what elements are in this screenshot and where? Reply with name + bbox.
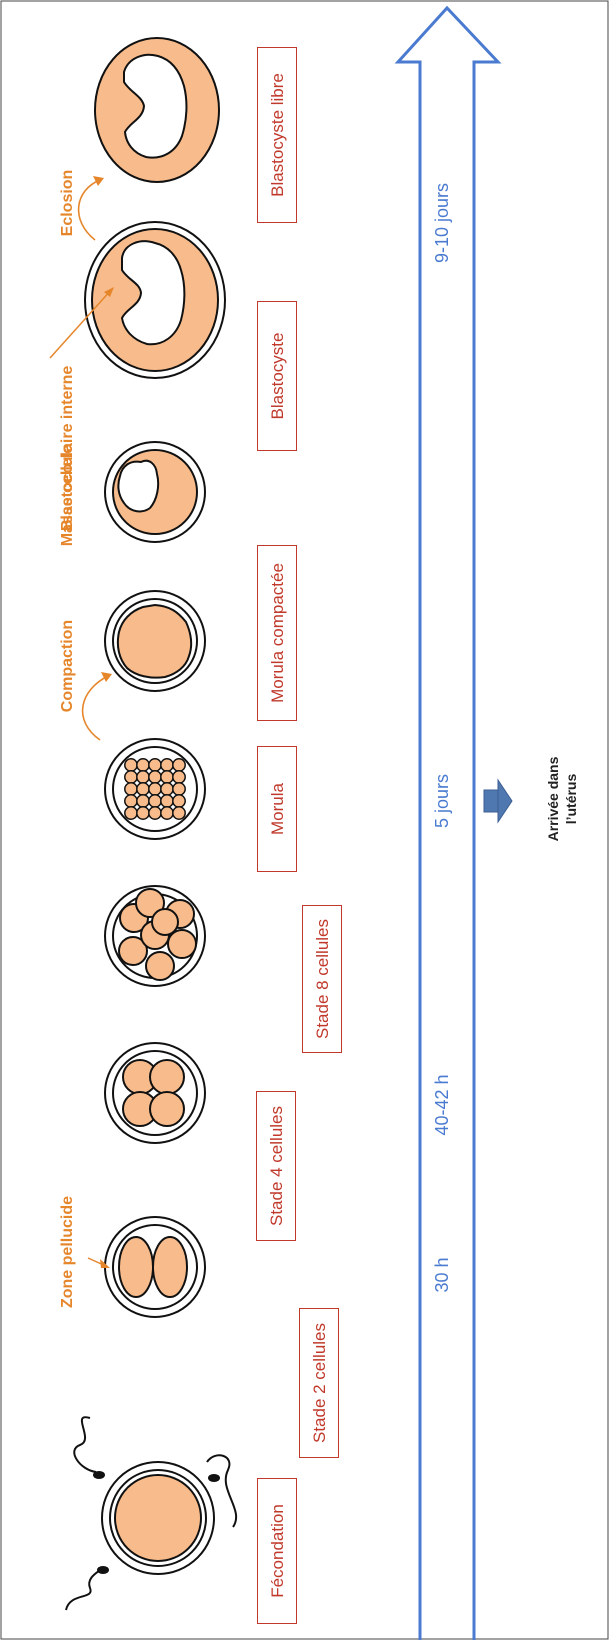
egg-blastocyste [84, 221, 226, 379]
egg-blastocyste-libre [94, 37, 220, 183]
masse-arrow [49, 287, 114, 359]
morula-cell [160, 758, 174, 772]
time-30h: 30 h [432, 1257, 452, 1293]
stage-fecondation: Fécondation [257, 1478, 297, 1624]
egg-8-cells [104, 885, 206, 987]
label-eclosion: Eclosion [59, 169, 76, 237]
uterus-arrow [483, 778, 513, 824]
morula-cell [124, 806, 138, 820]
stage-morula-compactee: Morula compactée [257, 545, 297, 721]
label-uterus: Arrivée dans l’utérus [544, 739, 580, 859]
egg-4-cells [104, 1042, 206, 1144]
morula-cell [124, 794, 138, 808]
morula-cell [136, 782, 150, 796]
compaction-arrow [81, 672, 112, 741]
label-uterus-line2: l’utérus [563, 773, 579, 825]
egg-morula-compactee [104, 590, 206, 692]
morula-cells [124, 758, 186, 820]
egg-blastocoele [104, 441, 206, 543]
morula-cell [148, 758, 162, 772]
morula-cell [136, 770, 150, 784]
stage-8-cellules: Stade 8 cellules [302, 905, 342, 1053]
time-9-10-jours: 9-10 jours [432, 182, 452, 264]
morula-cell [172, 758, 186, 772]
morula-cell [160, 782, 174, 796]
morula-cell [124, 782, 138, 796]
morula-cell [172, 770, 186, 784]
morula-cell [136, 758, 150, 772]
sperm-cell [73, 1416, 105, 1479]
morula-cell [124, 770, 138, 784]
eclosion-arrow [77, 176, 104, 241]
egg-morula [104, 738, 206, 840]
morula-cell [136, 806, 150, 820]
stage-blastocyste-libre: Blastocyste libre [257, 47, 297, 223]
morula-cell [160, 806, 174, 820]
label-masse-cellulaire: Masse cellulaire interne [59, 365, 76, 547]
time-5-jours: 5 jours [432, 773, 452, 829]
morula-cell [160, 794, 174, 808]
label-zone-pellucide: Zone pellucide [59, 1196, 76, 1309]
morula-cell [136, 794, 150, 808]
morula-cell [148, 806, 162, 820]
label-uterus-line1: Arrivée dans [545, 756, 561, 842]
morula-cell [172, 794, 186, 808]
morula-cell [148, 794, 162, 808]
stage-blastocyste: Blastocyste [257, 301, 297, 451]
stage-morula: Morula [257, 746, 297, 872]
timeline-arrow [394, 5, 502, 1640]
egg-fecondation [101, 1461, 215, 1575]
morula-cell [148, 782, 162, 796]
morula-cell [124, 758, 138, 772]
morula-cell [172, 806, 186, 820]
morula-cell [148, 770, 162, 784]
sperm-cell [65, 1566, 109, 1611]
stage-4-cellules: Stade 4 cellules [256, 1091, 296, 1241]
stage-2-cellules: Stade 2 cellules [299, 1308, 339, 1458]
morula-cell [172, 782, 186, 796]
label-compaction: Compaction [59, 619, 76, 713]
morula-cell [160, 770, 174, 784]
sperm-cell [206, 1454, 238, 1528]
zone-pellucide-arrow [87, 1257, 110, 1268]
time-40-42h: 40-42 h [432, 1074, 452, 1136]
egg-2-cells [104, 1216, 206, 1318]
